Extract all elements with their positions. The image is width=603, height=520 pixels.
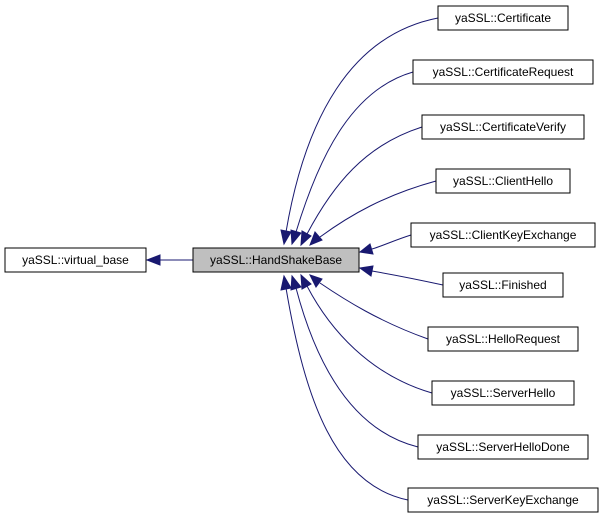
node-label-finished: yaSSL::Finished (459, 278, 546, 292)
arrowhead-server-hello-done (290, 274, 302, 291)
node-hello-request[interactable]: yaSSL::HelloRequest (427, 326, 579, 352)
arrowhead-hello-request (309, 274, 323, 288)
edge-client-key-exchange (371, 234, 412, 250)
node-label-server-hello-done: yaSSL::ServerHelloDone (436, 440, 570, 454)
edge-server-key-exchange (285, 287, 409, 501)
node-handshake-base[interactable]: yaSSL::HandShakeBase (192, 247, 360, 273)
arrowhead-client-key-exchange (358, 243, 374, 255)
node-label-certificate-verify: yaSSL::CertificateVerify (440, 120, 566, 134)
arrowhead-certificate (280, 229, 292, 246)
node-server-hello[interactable]: yaSSL::ServerHello (431, 380, 575, 406)
edges (145, 17, 444, 501)
node-label-certificate-request: yaSSL::CertificateRequest (433, 65, 574, 79)
node-label-client-key-exchange: yaSSL::ClientKeyExchange (430, 228, 577, 242)
node-virtual-base[interactable]: yaSSL::virtual_base (4, 247, 147, 273)
edge-finished (371, 270, 444, 286)
node-client-key-exchange[interactable]: yaSSL::ClientKeyExchange (410, 222, 596, 248)
arrowhead-client-hello (309, 231, 323, 246)
edge-certificate (285, 17, 439, 233)
node-label-virtual-base: yaSSL::virtual_base (22, 253, 129, 267)
node-certificate-verify[interactable]: yaSSL::CertificateVerify (421, 114, 585, 140)
node-label-certificate: yaSSL::Certificate (455, 11, 551, 25)
node-label-client-hello: yaSSL::ClientHello (453, 174, 553, 188)
arrowhead-server-key-exchange (280, 274, 292, 291)
arrowhead-virtual-base (145, 254, 161, 266)
node-label-server-hello: yaSSL::ServerHello (451, 386, 556, 400)
node-certificate-request[interactable]: yaSSL::CertificateRequest (412, 59, 594, 85)
edge-hello-request (319, 282, 429, 340)
edge-certificate-request (295, 71, 414, 233)
node-label-server-key-exchange: yaSSL::ServerKeyExchange (427, 493, 579, 507)
arrowhead-finished (358, 265, 374, 277)
node-client-hello[interactable]: yaSSL::ClientHello (435, 168, 571, 194)
arrowhead-certificate-verify (300, 230, 312, 247)
node-server-key-exchange[interactable]: yaSSL::ServerKeyExchange (407, 487, 599, 513)
nodes: yaSSL::virtual_base yaSSL::HandShakeBase… (4, 5, 599, 513)
arrowhead-certificate-request (290, 229, 302, 246)
edge-client-hello (319, 180, 437, 238)
node-label-hello-request: yaSSL::HelloRequest (446, 332, 561, 346)
node-certificate[interactable]: yaSSL::Certificate (437, 5, 569, 31)
node-label-handshake-base: yaSSL::HandShakeBase (210, 253, 342, 267)
edge-certificate-verify (306, 126, 423, 235)
edge-server-hello-done (295, 287, 419, 448)
node-server-hello-done[interactable]: yaSSL::ServerHelloDone (417, 434, 589, 460)
edge-server-hello (306, 285, 433, 394)
node-finished[interactable]: yaSSL::Finished (442, 272, 564, 298)
arrowhead-server-hello (300, 273, 312, 290)
